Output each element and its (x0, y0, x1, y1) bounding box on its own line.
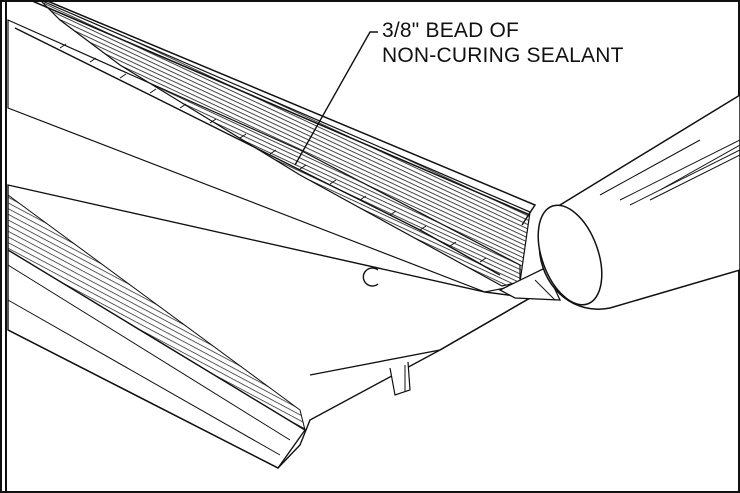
caulk-tube-shading (599, 139, 740, 206)
rib-vertical-face (39, 0, 531, 287)
caulk-tube-end (537, 204, 603, 306)
sealant-ticks (59, 43, 487, 263)
nozzle-detail (534, 279, 556, 301)
lower-rib-inner-line-2 (7, 299, 281, 456)
callout-leader-line (294, 31, 378, 166)
lower-rib-inner-line (7, 264, 291, 441)
sealant-bead-line (14, 27, 501, 276)
panel-front-edge (309, 297, 531, 376)
callout-line-2: NON-CURING SEALANT (382, 44, 624, 67)
lower-rib-edge (7, 249, 307, 469)
fastener-slot-icon (362, 267, 379, 287)
callout-line-1: 3/8" BEAD OF (382, 19, 520, 42)
caulk-nozzle (498, 267, 562, 301)
sealant-callout: 3/8" BEAD OF NON-CURING SEALANT (382, 18, 624, 68)
